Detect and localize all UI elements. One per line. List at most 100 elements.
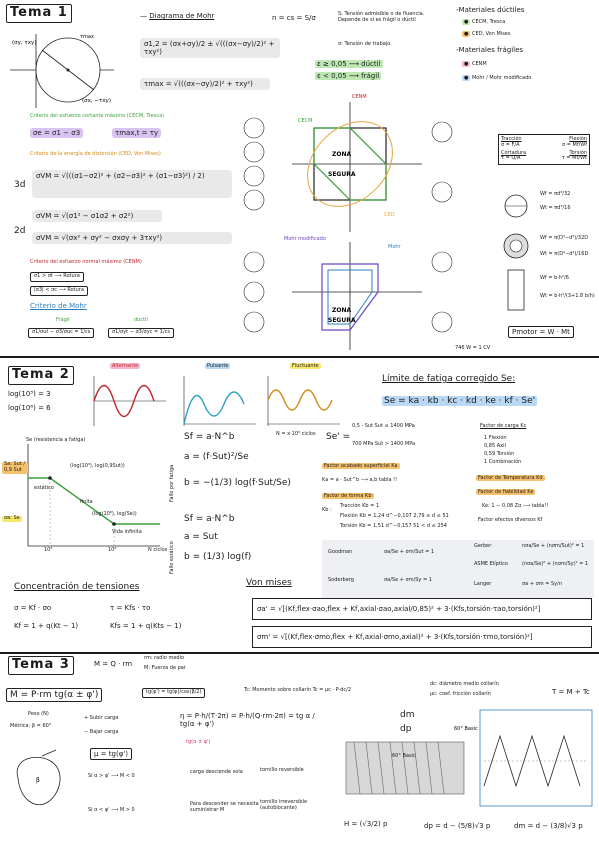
fluctuante-wave bbox=[267, 376, 340, 426]
fatigue-eq2: a = (f·Sut)²/Se bbox=[184, 452, 249, 462]
tema1-title: Tema 1 bbox=[6, 4, 72, 23]
cross-sections bbox=[503, 194, 529, 311]
power-eq: Pmotor = W · Mt bbox=[508, 326, 574, 339]
cortadura-eq: τ = Q/A bbox=[501, 155, 521, 162]
ka-title: Factor acabado superficial Ka bbox=[322, 463, 400, 469]
safety-eq: n = cs = S/σ bbox=[272, 14, 316, 22]
svg-text:Mohr: Mohr bbox=[388, 244, 402, 250]
svg-text:(σy, τxy): (σy, τxy) bbox=[12, 40, 36, 46]
kd-title: Factor de Temperatura Kd bbox=[476, 475, 545, 481]
thread-dm-eq: dm = d − (3/8)√3 p bbox=[514, 822, 583, 830]
thread-dm-label: dm bbox=[400, 710, 415, 720]
divider-2 bbox=[0, 652, 599, 654]
sn-axis: Se (resistencia a fatiga) bbox=[26, 437, 86, 443]
fragile-title: -Materiales frágiles bbox=[456, 46, 524, 54]
sn-tick-1e6: 10⁶ bbox=[108, 547, 117, 553]
sn-label-sa: Sa: Sut / 0,9 Sut bbox=[2, 461, 28, 474]
pulsante-wave bbox=[183, 376, 256, 426]
stress-formulas-box: Tracción Flexión σ = F/A σ = Mf/Wf Corta… bbox=[498, 134, 590, 165]
cond1-b: carga desciende sola bbox=[190, 769, 243, 775]
svg-text:β: β bbox=[36, 777, 40, 784]
thread-dp-label: dp bbox=[400, 724, 412, 734]
svg-text:τmax: τmax bbox=[80, 34, 94, 40]
failure-envelopes-diagram: ZONA SEGURA CENM CECM CED ZONA SEGURA Mo… bbox=[243, 94, 453, 350]
svg-text:CED: CED bbox=[384, 212, 395, 218]
tresca-eq1: σe = σ1 − σ3 bbox=[30, 128, 84, 139]
tema3-rm-note: rm: radio medio bbox=[144, 655, 185, 661]
divider-1 bbox=[0, 356, 599, 358]
cond2-b: Para descender se necesita suministrar M bbox=[190, 801, 259, 813]
criteria-soderberg-eq: σa/Se + σm/Sy = 1 bbox=[384, 577, 432, 583]
svg-text:ZONA: ZONA bbox=[332, 307, 351, 314]
conc-eq3: Kf = 1 + q(Kt − 1) bbox=[14, 622, 79, 630]
log-2: log(10⁶) = 6 bbox=[8, 404, 51, 412]
tema3-tg-alpha: tg(α ± φ') bbox=[186, 739, 211, 745]
kb-row-1: Tracción Kb = 1 bbox=[340, 503, 380, 509]
tema3-eta-eq: η = P·h/(T·2π) = P·h/(Q·rm·2π) = tg α / … bbox=[180, 712, 315, 729]
vm-title: Criterio de la energía de distorsión (CE… bbox=[30, 151, 161, 157]
kb-label: Kb : bbox=[322, 507, 332, 513]
tema3-mu-eq: μ = tg(φ') bbox=[90, 748, 132, 761]
eps-ductile: ε ≥ 0,05 ⟶ dúctil bbox=[315, 60, 383, 68]
mohr-ductile-eq: σ1/σyt − σ3/σyc = 1/cs bbox=[108, 328, 174, 338]
fatigue-side-label: Fallo por fatiga bbox=[169, 464, 175, 502]
thread-h-eq: H = (√3/2) p bbox=[344, 820, 388, 828]
traccion-eq: σ = F/A bbox=[501, 141, 520, 148]
ductile-item-2: ● CED, Von Mises bbox=[462, 31, 511, 37]
tema3-peso: Peso (N) bbox=[28, 711, 49, 717]
svg-text:CENM: CENM bbox=[352, 94, 367, 100]
cenm-eq2: |σ3| < σc ⟶ Rotura bbox=[30, 286, 88, 296]
alternante-wave bbox=[93, 376, 166, 426]
vm-3d-label: 3d bbox=[14, 180, 26, 190]
cond1-c: tornillo reversible bbox=[260, 767, 304, 773]
kc-row-4: 1 Combinación bbox=[484, 459, 522, 465]
fatigue-eq3: b = −(1/3) log(f·Sut/Se) bbox=[184, 478, 291, 488]
static-eq3: b = (1/3) log(f) bbox=[184, 552, 252, 562]
se-title: Límite de fatiga corregido Se: bbox=[382, 374, 516, 384]
wt-hollow: Wt = π(D⁴−d⁴)/16D bbox=[540, 251, 589, 257]
conc-eq2: τ = Kfs · τo bbox=[110, 604, 151, 612]
wf-solid: Wf = πd³/32 bbox=[540, 191, 571, 197]
torsion-eq: τ = Mt/Wt bbox=[561, 155, 587, 162]
pulsante-label: Pulsante bbox=[205, 363, 231, 369]
criteria-goodman-eq: σa/Se + σm/Sut = 1 bbox=[384, 549, 435, 555]
criteria-table: Goodman σa/Se + σm/Sut = 1 Soderberg σa/… bbox=[322, 540, 594, 598]
log-1: log(10³) = 3 bbox=[8, 390, 51, 398]
thread-profile-diagram: 60° Basic bbox=[345, 709, 593, 807]
criteria-gerber-eq: nσa/Se + (nσm/Sut)² = 1 bbox=[522, 543, 585, 549]
kb-title: Factor de forma Kb bbox=[322, 493, 374, 499]
sn-finita: finita bbox=[80, 499, 93, 505]
se-eq: Se = ka · kb · kc · kd · ke · kf · Se' bbox=[382, 396, 538, 406]
wt-solid: Wt = πd³/16 bbox=[540, 205, 571, 211]
kc-title: Factor de carga Kc bbox=[480, 423, 527, 429]
sn-x-axis: N ciclos bbox=[148, 547, 168, 553]
torsion-label: Torsión bbox=[569, 149, 587, 156]
conc-title: Concentración de tensiones bbox=[14, 582, 140, 592]
cortadura-label: Cortadura bbox=[501, 149, 527, 156]
cond1-a: Si α > φ' ⟶ M < 0 bbox=[88, 773, 135, 779]
mohr-ductile-label: dúctil bbox=[134, 317, 148, 323]
tresca-title: Criterio del esfuerzo cortante máximo (C… bbox=[30, 113, 165, 119]
kc-row-1: 1 Flexión bbox=[484, 435, 507, 441]
mohr-criteria-title: Criterio de Mohr bbox=[30, 302, 87, 310]
svg-text:ZONA: ZONA bbox=[332, 151, 351, 158]
tema3-metrica: Métrica: β = 60° bbox=[10, 723, 52, 729]
criteria-asme-eq: (nσa/Se)² + (nσm/Sy)² = 1 bbox=[522, 561, 589, 567]
tema3-mu-note: μc: coef. fricción collarín bbox=[430, 691, 491, 697]
static-eq2: a = Sut bbox=[184, 532, 218, 542]
ductile-item-1: ● CECM, Tresca bbox=[462, 19, 506, 25]
mohr-diagram-title: — Diagrama de Mohr bbox=[140, 12, 215, 20]
svg-text:(σx, −τxy): (σx, −τxy) bbox=[82, 98, 111, 104]
sn-vida-infinita: Vida infinita bbox=[112, 529, 142, 535]
tema3-bajar: − Bajar carga bbox=[84, 729, 119, 735]
vonmises-eq-m: σm' = √[(Kf,flex·σmo,flex + Kf,axial·σmo… bbox=[252, 626, 592, 649]
tema3-main-eq: M = P·rm tg(α ± φ') bbox=[6, 688, 103, 703]
kc-row-2: 0,85 Axil bbox=[484, 443, 506, 449]
tau-max-eq: τmax = √(((σx−σy)/2)² + τxy²) bbox=[140, 78, 270, 91]
sigma12-eq: σ1,2 = (σx+σy)/2 ± √(((σx−σy)/2)² + τxy²… bbox=[140, 38, 280, 59]
vm-2d-eq-b: σVM = √(σx² + σy² − σxσy + 3τxy²) bbox=[32, 232, 232, 245]
thread-angle-label: 60° Basic bbox=[392, 753, 416, 759]
vm-3d-eq: σVM = √(((σ1−σ2)² + (σ2−σ3)² + (σ1−σ3)²)… bbox=[32, 170, 232, 198]
tresca-eq2: τmax,t = τy bbox=[112, 128, 162, 139]
svg-text:CECM: CECM bbox=[298, 118, 312, 124]
